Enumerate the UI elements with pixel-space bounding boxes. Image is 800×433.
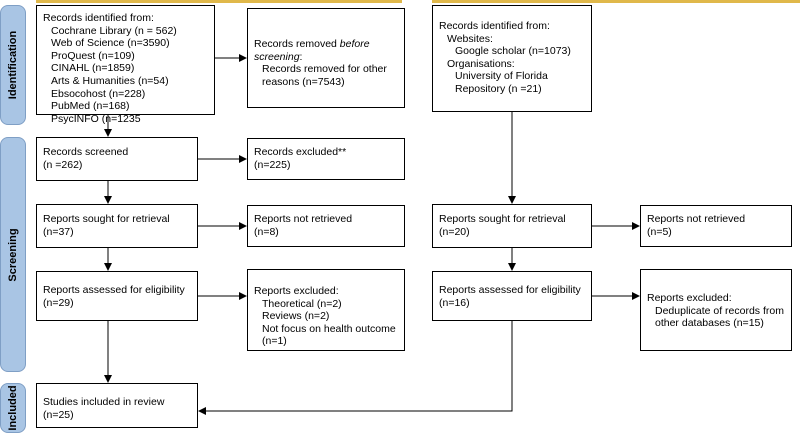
left-header-bar <box>36 0 402 3</box>
not-retrieved-count: (n=8) <box>254 225 279 238</box>
source-item: ProQuest (n=109) <box>51 49 135 62</box>
sought-count: (n=37) <box>43 225 74 238</box>
source-item: PsycINFO (n=1235 <box>51 112 141 125</box>
source-item: Arts & Humanities (n=54) <box>51 74 169 87</box>
assessed-count-right: (n=16) <box>439 296 470 309</box>
not-retrieved-label: Reports not retrieved <box>254 213 353 225</box>
orgs-label: Organisations: <box>447 57 515 70</box>
box-records-excluded: Records excluded** (n=225) <box>247 138 405 180</box>
phase-identification: Identification <box>0 5 26 125</box>
source-item: Web of Science (n=3590) <box>51 37 170 50</box>
assessed-label: Reports assessed for eligibility <box>43 284 185 296</box>
removed-line2-b: : <box>299 50 303 63</box>
box-reports-excluded-right: Reports excluded: Deduplicate of records… <box>640 269 792 351</box>
orgs-item: Repository (n =21) <box>455 82 542 95</box>
phase-screening: Screening <box>0 137 26 372</box>
connector-lines <box>104 54 640 415</box>
box-not-retrieved-left: Reports not retrieved (n=8) <box>247 205 405 247</box>
screened-count: (n =262) <box>43 158 83 171</box>
box-not-retrieved-right: Reports not retrieved (n=5) <box>640 205 792 247</box>
removed-line4: reasons (n=7543) <box>262 75 345 88</box>
removed-line2: screening: <box>254 51 398 64</box>
identified-title: Records identified from: <box>43 12 154 24</box>
box-reports-excluded-left: Reports excluded: Theoretical (n=2) Revi… <box>247 269 405 351</box>
included-count: (n=25) <box>43 408 74 421</box>
sought-count-right: (n=20) <box>439 225 470 238</box>
screened-label: Records screened <box>43 146 129 158</box>
other-identified-title: Records identified from: <box>439 20 550 32</box>
sought-label-right: Reports sought for retrieval <box>439 213 566 225</box>
included-label: Studies included in review <box>43 396 165 408</box>
source-item: PubMed (n=168) <box>51 100 130 113</box>
box-records-screened: Records screened (n =262) <box>36 137 198 181</box>
assessed-label-right: Reports assessed for eligibility <box>439 284 581 296</box>
reason-item-right: Deduplicate of records from <box>655 304 784 317</box>
removed-line3: Records removed for other <box>262 63 387 76</box>
source-item: Ebsocohost (n=228) <box>51 87 146 100</box>
not-retrieved-count-right: (n=5) <box>647 225 672 238</box>
box-records-identified-other: Records identified from: Websites: Googl… <box>432 5 592 112</box>
source-item: CINAHL (n=1859) <box>51 62 135 75</box>
box-reports-sought-left: Reports sought for retrieval (n=37) <box>36 204 198 248</box>
excluded-label: Records excluded** <box>254 146 347 158</box>
reason-item: Reviews (n=2) <box>262 310 330 323</box>
removed-line2-a: screening <box>254 50 300 63</box>
box-reports-assessed-right: Reports assessed for eligibility (n=16) <box>432 271 592 321</box>
reports-excluded-title: Reports excluded: <box>254 285 339 297</box>
box-reports-assessed-left: Reports assessed for eligibility (n=29) <box>36 271 198 321</box>
source-item: Cochrane Library (n = 562) <box>51 24 177 37</box>
reason-item: (n=1) <box>262 335 287 348</box>
reason-item: Theoretical (n=2) <box>262 297 342 310</box>
right-header-bar <box>432 0 800 3</box>
reason-item: Not focus on health outcome <box>262 322 396 335</box>
reports-excluded-title-right: Reports excluded: <box>647 292 732 304</box>
arrow-right-assessed-to-included <box>198 321 513 415</box>
box-records-removed: Records removed before screening: Record… <box>247 8 405 108</box>
websites-item: Google scholar (n=1073) <box>455 45 571 58</box>
sought-label: Reports sought for retrieval <box>43 213 170 225</box>
orgs-item: University of Florida <box>455 70 548 83</box>
not-retrieved-label-right: Reports not retrieved <box>647 213 746 225</box>
reason-item-right: other databases (n=15) <box>655 317 764 330</box>
removed-line1: Records removed before <box>254 38 398 51</box>
websites-label: Websites: <box>447 32 493 45</box>
box-reports-sought-right: Reports sought for retrieval (n=20) <box>432 204 592 248</box>
removed-line1-a: Records removed <box>254 38 340 50</box>
box-records-identified: Records identified from: Cochrane Librar… <box>36 5 215 125</box>
assessed-count: (n=29) <box>43 296 74 309</box>
removed-line1-b: before <box>339 38 370 50</box>
excluded-count: (n=225) <box>254 158 291 171</box>
